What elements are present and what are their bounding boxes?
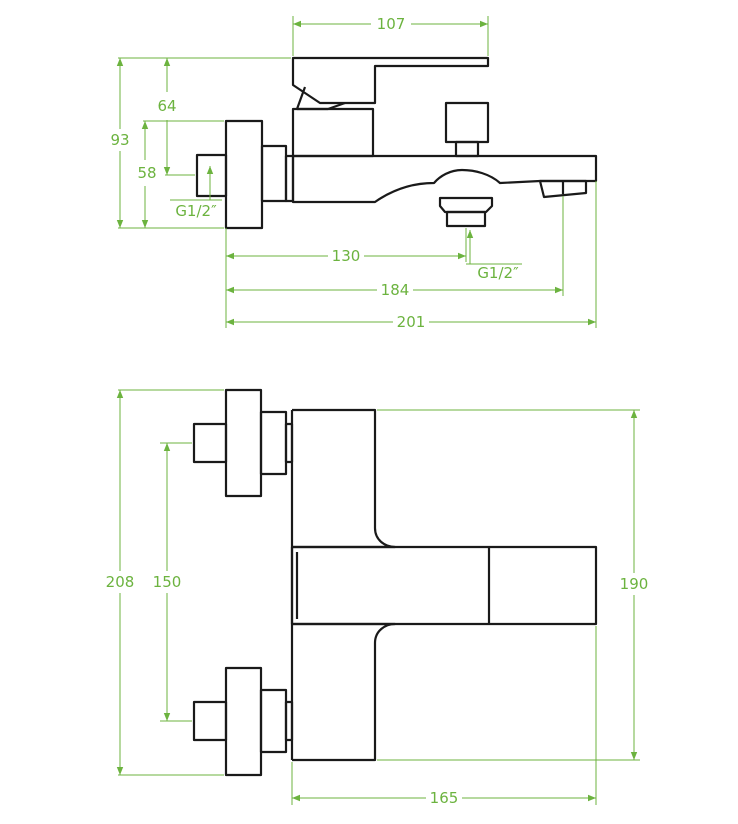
dim-58-arrow-top	[141, 121, 149, 129]
dim-107-label: 107	[377, 15, 406, 33]
dim-208-arrow-bottom	[116, 767, 124, 775]
thread-outlet-arrow	[466, 230, 474, 238]
dim-130-arrow-left	[226, 252, 234, 260]
body-upper-arm	[292, 408, 397, 549]
lower-nut	[259, 688, 288, 754]
thread-inlet-arrow	[206, 166, 214, 174]
dim-184-arrow-left	[226, 286, 234, 294]
dim-93-arrow-bottom	[116, 220, 124, 228]
dim-201-label: 201	[397, 313, 426, 331]
dim-165-arrow-left	[292, 794, 300, 802]
dim-93-arrow-top	[116, 58, 124, 66]
dim-184-label: 184	[381, 281, 410, 299]
diverter-knob	[444, 101, 490, 144]
dim-201-arrow-left	[226, 318, 234, 326]
dim-93-label: 93	[110, 131, 129, 149]
spout-aerator	[538, 179, 588, 199]
diverter-stem	[454, 140, 480, 158]
main-body-spout	[291, 154, 598, 204]
dim-64-label: 64	[157, 97, 176, 115]
spout-top	[290, 545, 598, 626]
dim-208-label: 208	[106, 573, 135, 591]
dim-107-arrow-right	[480, 20, 488, 28]
bottom-outlet	[438, 196, 494, 214]
side-view-faucet-outline	[195, 56, 598, 230]
dim-130-arrow-right	[458, 252, 466, 260]
dim-190-arrow-bottom	[630, 752, 638, 760]
dim-107-arrow-left	[293, 20, 301, 28]
body-lower-arm	[292, 622, 397, 762]
dim-190-arrow-top	[630, 410, 638, 418]
upper-connector	[284, 422, 294, 464]
dim-150-label: 150	[153, 573, 182, 591]
dim-130-label: 130	[332, 247, 361, 265]
dim-64-arrow-top	[163, 58, 171, 66]
dim-150-arrow-top	[163, 443, 171, 451]
dim-58-label: 58	[137, 164, 156, 182]
upper-flange	[224, 388, 263, 498]
wall-flange	[224, 119, 264, 230]
top-view-faucet-outline	[192, 388, 598, 777]
lower-connector	[284, 700, 294, 742]
lever-handle	[291, 56, 490, 105]
lever-neck	[295, 86, 346, 111]
bottom-outlet-thread	[445, 210, 487, 228]
cartridge-body	[291, 107, 375, 158]
dim-208-arrow-top	[116, 390, 124, 398]
upper-nut	[259, 410, 288, 476]
lower-stub	[192, 700, 228, 742]
dim-150-arrow-bottom	[163, 713, 171, 721]
wall-stub	[195, 153, 228, 198]
dim-190-label: 190	[620, 575, 649, 593]
upper-stub	[192, 422, 228, 464]
dim-165-label: 165	[430, 789, 459, 807]
dim-201-arrow-right	[588, 318, 596, 326]
dim-184-arrow-right	[555, 286, 563, 294]
dim-165-arrow-right	[588, 794, 596, 802]
wall-nut	[260, 144, 288, 203]
thread-inlet-label: G1/2″	[175, 202, 217, 220]
wall-connector	[284, 154, 295, 203]
lower-flange	[224, 666, 263, 777]
thread-outlet-label: G1/2″	[477, 264, 519, 282]
dim-58-arrow-bottom	[141, 220, 149, 228]
dim-64-arrow-bottom	[163, 167, 171, 175]
